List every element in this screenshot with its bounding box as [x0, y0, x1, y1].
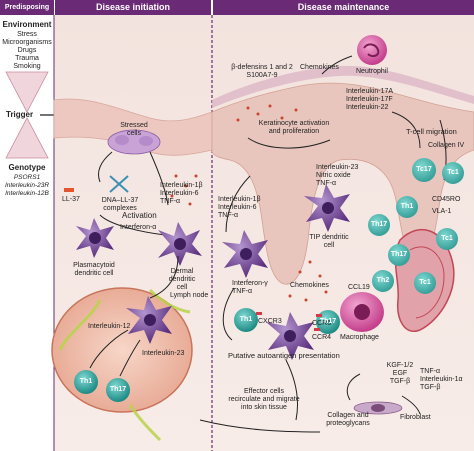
vessel-lumen: [409, 246, 445, 319]
th1-cell-maintenance: [234, 308, 258, 332]
kgf-label: KGF-1/2 EGF TGF-β: [386, 362, 414, 385]
tip-dendritic-cell: [304, 184, 350, 232]
tc1-label-3: Tc1: [419, 279, 431, 286]
tc1-label: Tc1: [447, 169, 459, 176]
ll37-label: LL-37: [62, 196, 80, 203]
fibroblast-nucleus: [371, 404, 385, 412]
th17-cell-vessel: [368, 214, 390, 236]
lymph-node-label: Lymph node: [170, 292, 209, 299]
tip-dc-label: TIP dendritic cell: [309, 234, 349, 249]
macrophage-label: Macrophage: [340, 334, 379, 341]
stressed-cell-nucleus: [139, 136, 153, 146]
il23-label: Interleukin-23: [142, 350, 185, 357]
ll37-peptide: [64, 188, 74, 192]
il12-label: Interleukin-12: [88, 323, 131, 330]
tnf-set-label: TNF-α Interleukin-1α TGF-β: [420, 368, 463, 391]
stratum-corneum: [212, 65, 474, 108]
th1-maint-label: Th1: [239, 316, 253, 323]
th1-cell-vessel: [396, 196, 418, 218]
environment-items: Stress Microorganisms Drugs Trauma Smoki…: [2, 31, 52, 70]
receptor-markers: [256, 312, 322, 331]
th17-cell-vessel-2: [388, 244, 410, 266]
ifn-gamma-label: Interferon-γ TNF-α: [232, 280, 268, 295]
th2-cell: [372, 270, 394, 292]
genotype-items: PSORS1 Interleukin-23R Interleukin-12B: [4, 174, 50, 197]
interferon-alpha-label: Interferon-α: [120, 224, 157, 231]
header-maintenance: Disease maintenance: [213, 0, 474, 15]
fibroblast-label: Fibroblast: [400, 414, 431, 421]
th1-cell-node: [74, 370, 98, 394]
maintenance-arrows: [199, 111, 447, 433]
antigen-presenting-cell: [266, 312, 314, 360]
initiation-cytokines-label: Interleukin-1β Interleukin-6 TNF-α: [160, 182, 203, 205]
tc1-cell: [442, 162, 464, 184]
cxcr3-label: CXCR3: [258, 318, 282, 325]
lymph-node-dendritic-cell: [126, 296, 172, 344]
collagen-iv-label: Collagen IV: [428, 142, 465, 149]
header-initiation: Disease initiation: [55, 0, 211, 15]
dna-ll37-complex: [109, 175, 129, 193]
cd45ro-label: CD45RO: [432, 196, 461, 203]
ccl19-label: CCL19: [348, 284, 370, 291]
il1b-set-label: Interleukin-1β Interleukin-6 TNF-α: [218, 196, 261, 219]
chemokines-top-label: Chemokines: [300, 64, 339, 71]
stressed-cells-label: Stressed cells: [120, 122, 148, 137]
th17-vessel-label: Th17: [370, 221, 388, 228]
ccr6-label: CCR6: [312, 320, 332, 327]
environment-title: Environment: [2, 20, 52, 29]
genotype-funnel: [5, 117, 49, 159]
initiation-arrows: [98, 151, 169, 236]
dermal-dendritic-cell: [158, 222, 202, 266]
header-predisposing: Predisposing factors: [0, 0, 54, 26]
th17-vessel-label-2: Th17: [390, 251, 408, 258]
th17-cell-node: [106, 378, 130, 402]
maintenance-dendritic-cell: [222, 230, 268, 278]
th1-node-label: Th1: [79, 378, 93, 385]
keratinocyte-label: Keratinocyte activation and proliferatio…: [258, 120, 330, 135]
lymph-node-arrows: [89, 255, 179, 377]
th17-node-label: Th17: [109, 386, 127, 393]
th2-label: Th2: [376, 277, 390, 284]
th1-vessel-label: Th1: [400, 203, 414, 210]
tc1-cell-2: [436, 228, 458, 250]
ccr4-label: CCR4: [312, 334, 332, 341]
th17-maint-label: Th17: [319, 318, 337, 325]
tc1-label-2: Tc1: [441, 235, 453, 242]
genotype-title: Genotype: [8, 163, 46, 172]
chemokines-mid-label: Chemokines: [290, 282, 329, 289]
il23-no-label: Interleukin-23 Nitric oxide TNF-α: [316, 164, 359, 187]
trigger-label: Trigger: [6, 110, 34, 119]
chemokine-dots: [170, 104, 328, 302]
lymphatic-vessels: [58, 288, 191, 442]
effector-label: Effector cells recirculate and migrate i…: [228, 388, 300, 411]
plasmacytoid-label: Plasmacytoid dendritic cell: [73, 262, 115, 277]
plasmacytoid-dendritic-cell: [76, 218, 114, 258]
il17-label: Interleukin-17A Interleukin-17F Interleu…: [346, 88, 394, 111]
chemokine-arrow: [321, 55, 353, 75]
dermal-dc-label: Dermal dendritic cell: [168, 268, 196, 291]
dna-ll37-label: DNA–LL-37 complexes: [101, 197, 139, 212]
collagen-proteoglycans-label: Collagen and proteoglycans: [326, 412, 370, 427]
vla1-label: VLA-1: [432, 208, 452, 215]
tcell-migration-label: T-cell migration: [406, 127, 457, 136]
tc17-label: Tc17: [416, 166, 432, 173]
autoantigen-label: Putative autoantigen presentation: [228, 351, 340, 360]
stressed-cell-nucleus: [115, 135, 129, 145]
neutrophil-cell: [357, 35, 387, 65]
defensins-label: β-defensins 1 and 2 S100A7-9: [231, 64, 293, 79]
tc17-cell: [412, 158, 436, 182]
activation-label: Activation: [122, 211, 157, 220]
neutrophil-label: Neutrophil: [356, 68, 388, 75]
environment-funnel: [5, 71, 49, 113]
tc1-cell-3: [414, 272, 436, 294]
macrophage-cell: [340, 292, 384, 332]
keratinocyte-arrow: [247, 137, 331, 149]
